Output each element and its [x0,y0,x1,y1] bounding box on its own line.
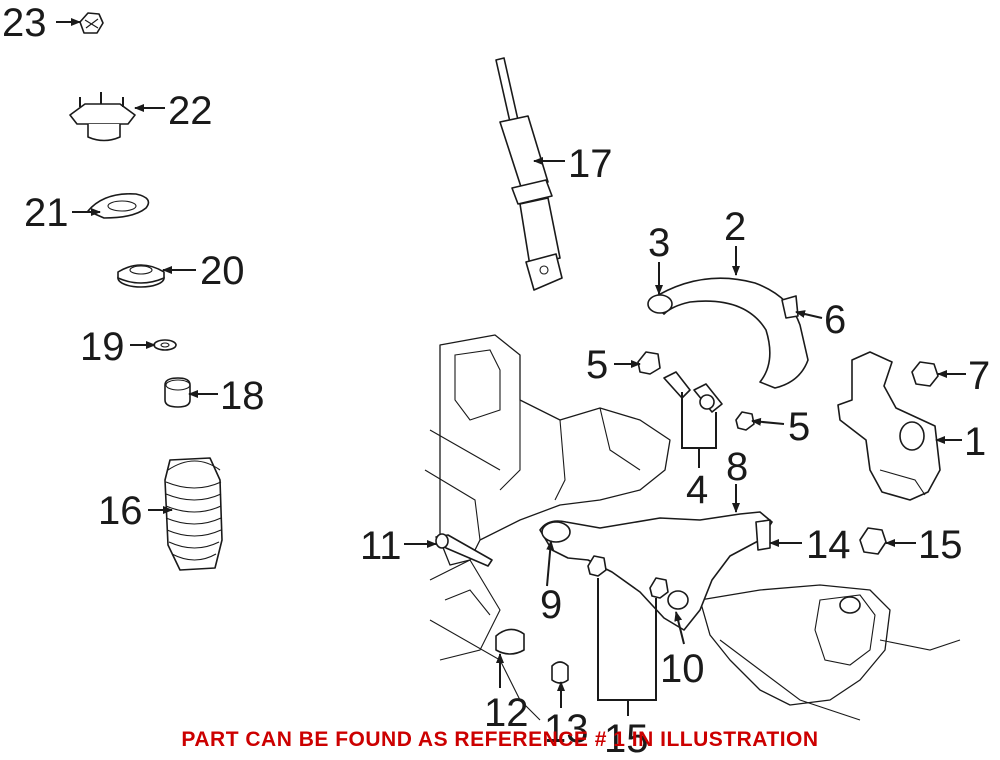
callout-22: 22 [168,89,213,133]
part-2-upper-control-arm [647,277,809,389]
callout-1: 1 [964,420,986,464]
callout-6: 6 [824,298,846,342]
callout-16: 16 [98,489,143,533]
callout-14: 14 [806,523,851,567]
part-18-bushing [164,377,191,408]
part-1-steering-knuckle [837,351,941,501]
part-15-nut-arm [587,555,607,577]
callout-13: 13 [544,707,589,751]
part-11-bolt [435,533,493,567]
part-5-nut-lower [735,411,755,431]
part-12-bumper [495,628,525,655]
part-5-nut-upper [637,351,661,375]
callout-7: 7 [968,354,990,398]
callout-12: 12 [484,691,529,735]
part-23-nut [79,12,104,34]
callout-15: 15 [604,717,649,760]
part-13-bushing [551,661,569,684]
part-7-nut [911,361,939,387]
callout-3: 3 [648,221,670,265]
callout-5: 5 [788,405,810,449]
callout-5: 5 [586,343,608,387]
callout-11: 11 [360,524,402,568]
part-15-nut-arm-2 [649,577,669,599]
part-19-washer [153,339,177,351]
callout-2: 2 [724,205,746,249]
part-22-strut-mount [69,92,136,142]
callout-9: 9 [540,583,562,627]
part-15-nut [859,527,887,555]
callout-8: 8 [726,445,748,489]
part-4-cam-bolts [663,371,723,413]
part-21-spring-insulator [87,193,150,219]
part-20-spring-seat [117,264,165,288]
leader-lines [56,18,966,716]
callout-17: 17 [568,142,613,186]
callout-18: 18 [220,374,265,418]
callout-4: 4 [686,468,708,512]
frame-drawing [424,334,961,721]
callout-23: 23 [2,1,47,45]
callout-19: 19 [80,325,125,369]
callout-10: 10 [660,647,705,691]
part-16-coil-spring [164,457,223,571]
part-17-shock-absorber [495,57,563,291]
callout-21: 21 [24,191,69,235]
reference-note: PART CAN BE FOUND AS REFERENCE # 1 IN IL… [181,728,819,751]
callout-15: 15 [918,523,963,567]
callout-20: 20 [200,249,245,293]
part-8-lower-control-arm [539,511,773,631]
